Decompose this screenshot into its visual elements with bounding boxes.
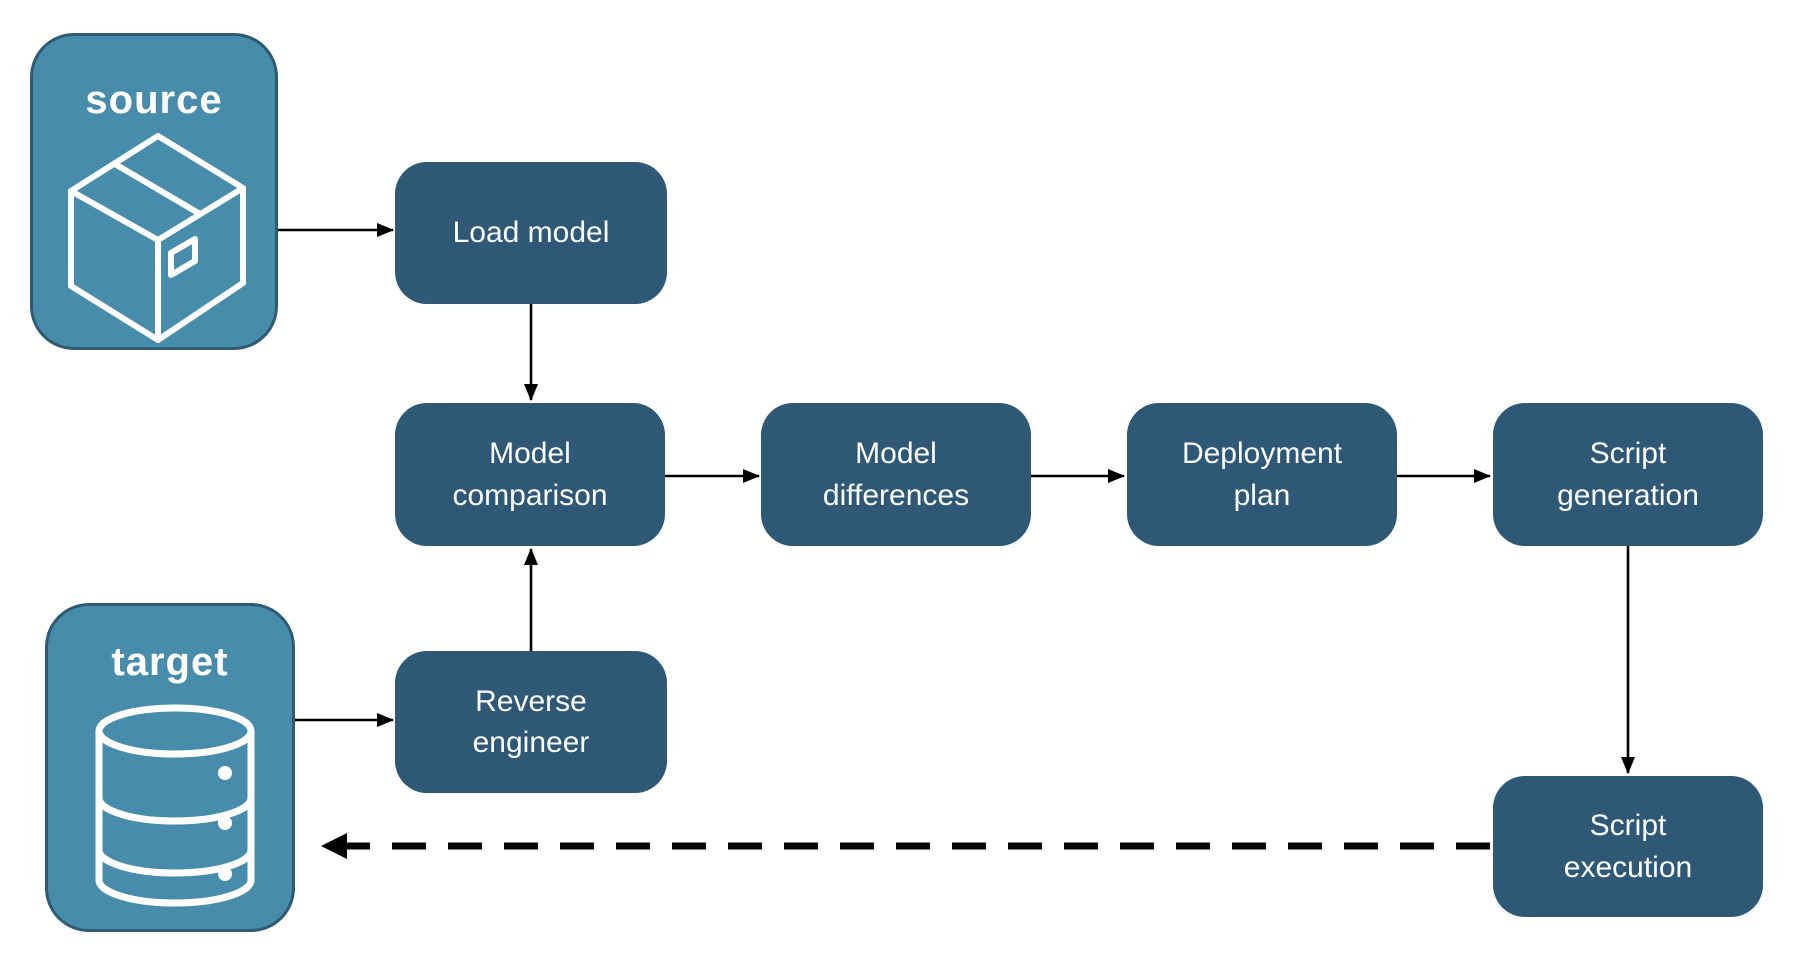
node-script-generation-label: Script generation xyxy=(1557,437,1699,512)
node-deployment-plan: Deployment plan xyxy=(1127,403,1397,546)
node-load-model: Load model xyxy=(395,162,667,304)
node-model-differences: Model differences xyxy=(761,403,1031,546)
source-label: source xyxy=(85,78,223,122)
node-model-comparison-label: Model comparison xyxy=(452,437,608,512)
package-box-icon xyxy=(68,133,246,343)
node-reverse-engineer-label: Reverse engineer xyxy=(472,684,590,759)
node-deployment-plan-label: Deployment plan xyxy=(1181,437,1343,512)
node-target: target xyxy=(45,603,295,932)
database-icon xyxy=(95,704,255,907)
target-label: target xyxy=(111,640,229,684)
node-model-comparison: Model comparison xyxy=(395,403,665,546)
node-model-differences-label: Model differences xyxy=(822,437,970,512)
node-source: source xyxy=(30,33,278,350)
node-script-execution-label: Script execution xyxy=(1563,809,1693,884)
node-load-model-label: Load model xyxy=(452,216,610,250)
node-script-execution: Script execution xyxy=(1493,776,1763,917)
node-reverse-engineer: Reverse engineer xyxy=(395,651,667,793)
node-script-generation: Script generation xyxy=(1493,403,1763,546)
